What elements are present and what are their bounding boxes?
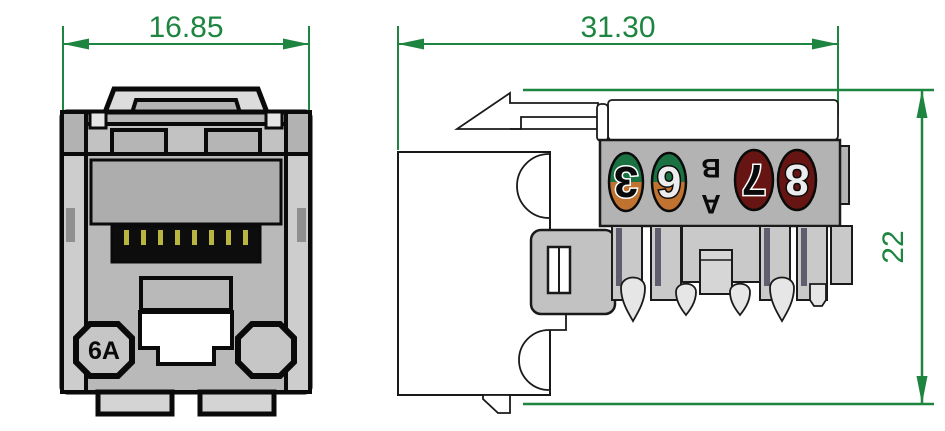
gold-contact-pins xyxy=(124,230,248,245)
arrowhead-right xyxy=(283,38,309,50)
latch-arm xyxy=(454,91,599,130)
snap-bump-bottom xyxy=(518,329,550,391)
foot-right xyxy=(197,389,277,417)
idc-slots xyxy=(616,228,807,286)
hinge-pin xyxy=(596,103,609,142)
front-width-dimension xyxy=(62,26,310,120)
foot-left xyxy=(95,389,175,417)
rj45-port-opening xyxy=(110,224,262,264)
corner-slot xyxy=(88,110,108,130)
corner-block xyxy=(284,110,312,156)
top-strip xyxy=(607,99,839,141)
arrowhead-left xyxy=(398,38,424,50)
octagon-right xyxy=(235,321,297,379)
wire-circle-6: 6 xyxy=(650,151,688,213)
rail-shade xyxy=(297,208,306,242)
wiring-letter-b: B xyxy=(701,153,721,183)
side-length-value: 31.30 xyxy=(580,11,655,44)
side-height-value: 22 xyxy=(877,230,910,263)
arrowhead-up xyxy=(916,90,928,118)
wire-number-8: 8 xyxy=(785,155,809,204)
arrowhead-left xyxy=(63,38,89,50)
category-6a-label: 6A xyxy=(88,337,120,365)
wire-circle-8: 8 xyxy=(776,148,818,212)
side-height-dimension xyxy=(523,88,934,406)
idc-towers xyxy=(611,225,853,301)
band-block xyxy=(204,128,262,156)
corner-slot xyxy=(264,110,284,130)
wire-circle-7: 7 xyxy=(733,148,775,212)
snap-bump-top xyxy=(516,153,550,219)
latch-notch xyxy=(138,310,234,366)
side-length-dimension xyxy=(397,26,839,150)
front-view: 6A xyxy=(59,86,313,417)
side-view: 3 6 B A 7 8 xyxy=(397,91,853,414)
wiring-letter-a: A xyxy=(701,189,721,219)
idc-contact-tips xyxy=(620,276,827,323)
band-nub xyxy=(839,145,850,205)
wire-number-6: 6 xyxy=(657,157,681,206)
rail-shade xyxy=(66,208,75,242)
front-width-value: 16.85 xyxy=(148,11,223,44)
wire-number-3: 3 xyxy=(614,157,638,206)
mount-foot xyxy=(482,394,511,414)
arrowhead-down xyxy=(916,376,928,404)
lower-tab xyxy=(139,276,233,312)
octagon-left xyxy=(73,321,135,379)
arrowhead-right xyxy=(812,38,838,50)
wire-number-7: 7 xyxy=(742,155,766,204)
corner-block xyxy=(60,110,88,156)
upper-plate xyxy=(89,158,283,226)
spring-bracket xyxy=(529,228,617,316)
wire-circle-3: 3 xyxy=(607,151,645,213)
band-block xyxy=(110,128,168,156)
